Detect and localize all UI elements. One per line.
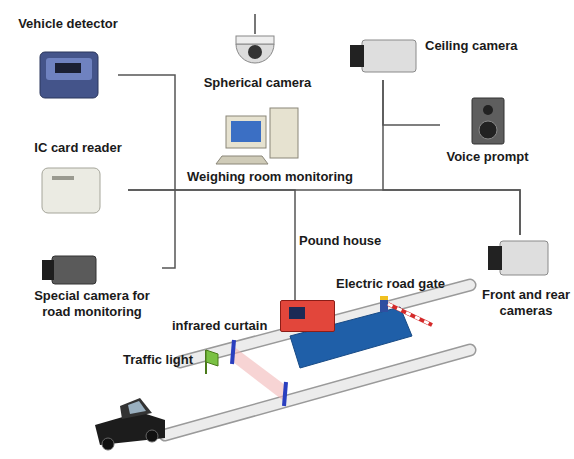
gate-bar-stripes — [388, 304, 432, 325]
gate-post-top — [380, 296, 388, 300]
node-label: Pound house — [299, 233, 409, 249]
traffic-light — [206, 350, 218, 366]
gate-bar — [388, 304, 432, 325]
infrared-post — [284, 382, 286, 406]
device-node: Front and rear cameras — [481, 235, 571, 325]
detector-face — [46, 58, 92, 80]
pound-house: Pound house — [280, 300, 335, 332]
dome-base — [236, 36, 274, 44]
node-label: Ceiling camera — [425, 38, 525, 54]
device-node: Ceiling camera — [345, 30, 525, 80]
box-camera — [500, 241, 548, 275]
box-camera — [362, 40, 416, 72]
card-reader — [42, 168, 100, 213]
monitor — [226, 116, 266, 148]
node-label: Front and rear cameras — [481, 287, 571, 319]
device-node: Special camera for road monitoring — [22, 250, 162, 328]
wire — [383, 80, 440, 125]
speaker-tweeter — [483, 105, 493, 115]
road-camera — [52, 256, 96, 284]
wire — [383, 80, 520, 235]
device-node: Weighing room monitoring — [172, 105, 368, 187]
device-node: Voice prompt — [440, 95, 535, 167]
truck-wheel — [146, 430, 158, 442]
house-window — [289, 307, 305, 319]
device-node: Spherical camera — [195, 15, 320, 95]
detector-display — [55, 63, 81, 73]
infrared-post — [232, 340, 234, 364]
keyboard — [216, 156, 268, 164]
monitor-screen — [231, 121, 261, 142]
node-label: Weighing room monitoring — [172, 169, 368, 185]
truck-wheel — [102, 438, 114, 450]
node-label: Voice prompt — [440, 149, 535, 165]
device-node: Vehicle detector — [18, 8, 118, 103]
wire — [118, 75, 175, 268]
device-node: IC card reader — [28, 140, 128, 218]
infrared-beam — [233, 346, 285, 402]
dome-camera — [236, 44, 274, 63]
speaker — [472, 98, 504, 144]
camera-lens — [350, 45, 364, 67]
truck-window — [128, 401, 146, 414]
part-label: Electric road gate — [336, 276, 445, 292]
wire — [128, 190, 295, 300]
part-label: Traffic light — [123, 352, 193, 368]
node-label: IC card reader — [28, 140, 128, 156]
camera-lens — [42, 260, 54, 280]
node-label: Spherical camera — [195, 75, 320, 91]
dome-lens — [248, 45, 262, 59]
node-label: Special camera for road monitoring — [22, 288, 162, 320]
card-reader-logo — [52, 176, 74, 180]
truck-cab — [120, 398, 152, 419]
pc-tower — [270, 108, 298, 158]
camera-lens — [488, 246, 502, 270]
gate-post — [380, 298, 388, 312]
speaker-woofer — [479, 121, 497, 139]
node-label: Vehicle detector — [18, 16, 118, 32]
wire — [128, 190, 520, 235]
camera-mount — [254, 14, 256, 34]
part-label: infrared curtain — [172, 318, 267, 334]
detector-icon — [40, 52, 98, 98]
